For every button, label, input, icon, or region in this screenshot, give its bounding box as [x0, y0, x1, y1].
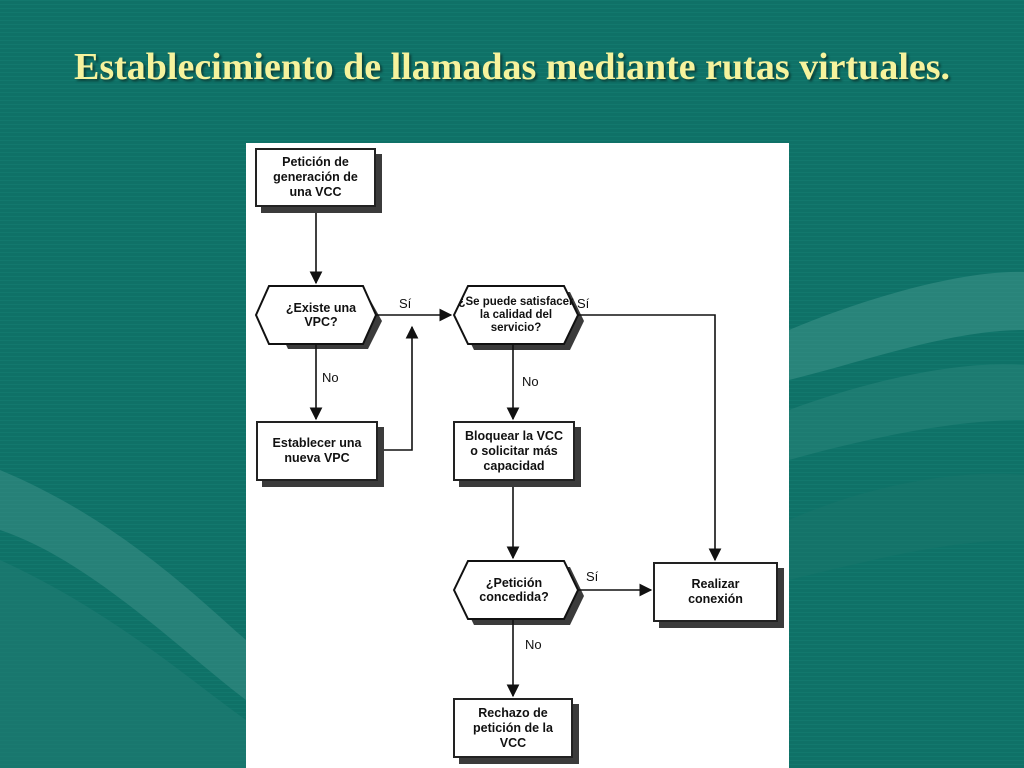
- label-concedida-si: Sí: [586, 569, 599, 584]
- label-calidad-no: No: [522, 374, 539, 389]
- node-calidad: ¿Se puede satisfacer la calidad del serv…: [458, 295, 574, 334]
- edge-calidad-to-realizar: [578, 314, 722, 562]
- label-calidad-si: Sí: [577, 296, 590, 311]
- node-bloquear: Bloquear la VCC o solicitar más capacida…: [453, 421, 575, 481]
- label-existe-no: No: [322, 370, 339, 385]
- node-peticion-concedida: ¿Petición concedida?: [479, 576, 549, 604]
- slide-title: Establecimiento de llamadas mediante rut…: [73, 46, 951, 88]
- label-existe-si: Sí: [399, 296, 412, 311]
- flowchart-connectors: [254, 209, 722, 698]
- node-establecer-vpc: Establecer una nueva VPC: [256, 421, 378, 481]
- hexagon-peticion-concedida: [452, 560, 584, 625]
- hexagon-calidad: [452, 285, 584, 350]
- node-realizar: Realizar conexión: [653, 562, 778, 622]
- edge-establecer-to-calidad: [378, 325, 419, 451]
- node-rechazo: Rechazo de petición de la VCC: [453, 698, 573, 758]
- node-start: Petición de generación de una VCC: [255, 148, 376, 207]
- label-concedida-no: No: [525, 637, 542, 652]
- node-existe-vpc: ¿Existe una VPC?: [285, 301, 357, 329]
- flowchart-panel: Petición de generación de una VCC Establ…: [246, 143, 789, 768]
